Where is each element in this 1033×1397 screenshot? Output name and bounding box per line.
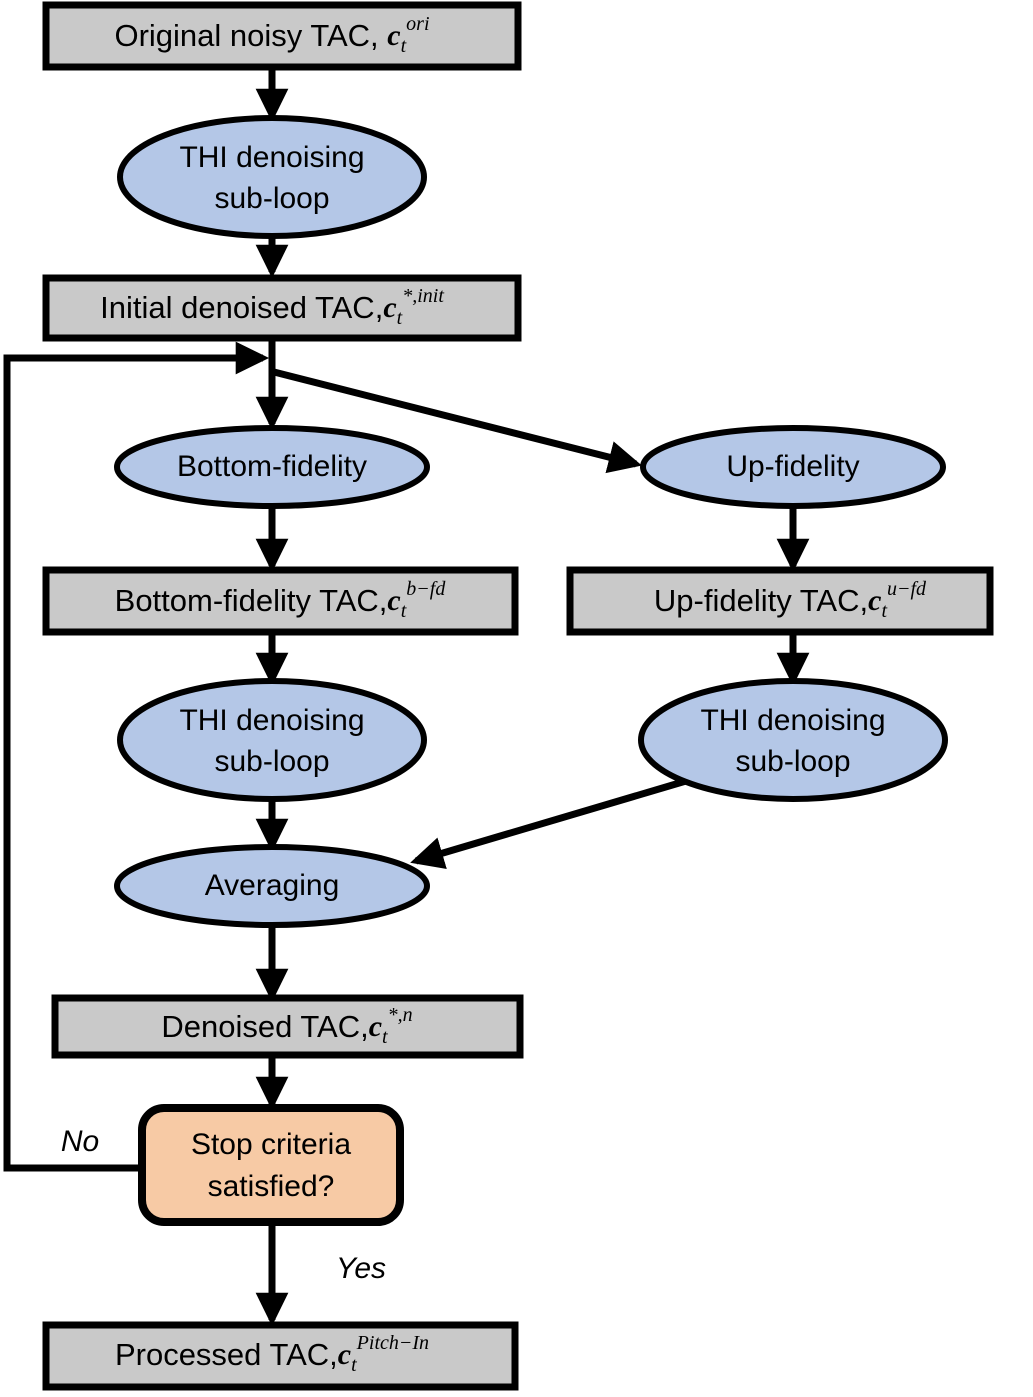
bottom-tac-text: Bottom-fidelity TAC,: [115, 583, 388, 618]
original-tac-superscript: ori: [406, 13, 429, 35]
svg-text:Up-fidelity TAC,ctu−fd: Up-fidelity TAC,ctu−fd: [654, 578, 927, 622]
stop-criteria-line2: satisfied?: [208, 1170, 335, 1203]
node-thi-denoising-bottom[interactable]: THI denoising sub-loop: [117, 678, 427, 802]
up-fidelity-label: Up-fidelity: [726, 450, 859, 483]
node-denoised-tac[interactable]: Denoised TAC,ct*,n: [51, 994, 524, 1059]
original-tac-subscript: t: [401, 35, 407, 57]
bottom-tac-subscript: t: [401, 600, 407, 622]
up-tac-text: Up-fidelity TAC,: [654, 583, 868, 618]
original-tac-symbol: c: [387, 19, 400, 52]
thi-bottom-line1: THI denoising: [179, 704, 364, 737]
initial-tac-text: Initial denoised TAC,: [100, 290, 383, 325]
thi-up-line1: THI denoising: [700, 704, 885, 737]
edges: [3, 67, 810, 1327]
processed-tac-text: Processed TAC,: [115, 1337, 338, 1372]
denoised-tac-superscript: *,n: [388, 1004, 413, 1026]
thi-bottom-line2: sub-loop: [214, 745, 329, 778]
thi-initial-line2: sub-loop: [214, 182, 329, 215]
svg-text:Bottom-fidelity TAC,ctb−fd: Bottom-fidelity TAC,ctb−fd: [115, 578, 447, 622]
edge-stop-no-feedback: [3, 341, 270, 1172]
up-tac-superscript: u−fd: [887, 578, 927, 600]
bottom-fidelity-label: Bottom-fidelity: [177, 450, 367, 483]
edge-label-no: No: [61, 1125, 99, 1158]
averaging-label: Averaging: [205, 869, 340, 902]
edge-initial-to-up-diagonal: [273, 368, 642, 474]
processed-tac-symbol: c: [338, 1338, 351, 1371]
node-averaging[interactable]: Averaging: [114, 844, 430, 928]
node-bottom-fidelity[interactable]: Bottom-fidelity: [114, 425, 430, 509]
thi-up-line2: sub-loop: [735, 745, 850, 778]
node-bottom-fidelity-tac[interactable]: Bottom-fidelity TAC,ctb−fd: [42, 566, 519, 636]
node-initial-denoised-tac[interactable]: Initial denoised TAC,ct*,init: [42, 274, 522, 342]
node-thi-denoising-up[interactable]: THI denoising sub-loop: [638, 678, 948, 802]
denoised-tac-subscript: t: [382, 1026, 388, 1048]
svg-text:Denoised TAC,ct*,n: Denoised TAC,ct*,n: [161, 1004, 412, 1048]
node-up-fidelity-tac[interactable]: Up-fidelity TAC,ctu−fd: [566, 566, 994, 636]
initial-tac-subscript: t: [397, 307, 403, 329]
svg-text:Processed TAC,ctPitch−In: Processed TAC,ctPitch−In: [115, 1332, 429, 1376]
edge-thi-up-to-averaging-diagonal: [410, 777, 687, 869]
node-thi-denoising-initial[interactable]: THI denoising sub-loop: [117, 115, 427, 239]
bottom-tac-superscript: b−fd: [406, 578, 446, 600]
svg-text:Original noisy TAC, ctori: Original noisy TAC, ctori: [114, 13, 429, 57]
node-stop-criteria[interactable]: Stop criteria satisfied?: [138, 1104, 404, 1226]
bottom-tac-symbol: c: [387, 584, 400, 617]
processed-tac-subscript: t: [351, 1354, 357, 1376]
up-tac-symbol: c: [868, 584, 881, 617]
denoised-tac-text: Denoised TAC,: [161, 1009, 368, 1044]
initial-tac-symbol: c: [383, 291, 396, 324]
edge-label-yes: Yes: [336, 1252, 386, 1285]
processed-tac-superscript: Pitch−In: [356, 1332, 429, 1354]
original-tac-text: Original noisy TAC,: [114, 18, 387, 53]
denoised-tac-symbol: c: [369, 1010, 382, 1043]
node-processed-tac[interactable]: Processed TAC,ctPitch−In: [42, 1321, 519, 1391]
thi-initial-line1: THI denoising: [179, 141, 364, 174]
node-up-fidelity[interactable]: Up-fidelity: [640, 425, 946, 509]
up-tac-subscript: t: [881, 600, 887, 622]
node-original-noisy-tac[interactable]: Original noisy TAC, ctori: [42, 1, 522, 71]
initial-tac-superscript: *,init: [402, 285, 444, 307]
stop-criteria-line1: Stop criteria: [191, 1128, 351, 1161]
svg-text:Initial denoised TAC,ct*,init: Initial denoised TAC,ct*,init: [100, 285, 444, 329]
